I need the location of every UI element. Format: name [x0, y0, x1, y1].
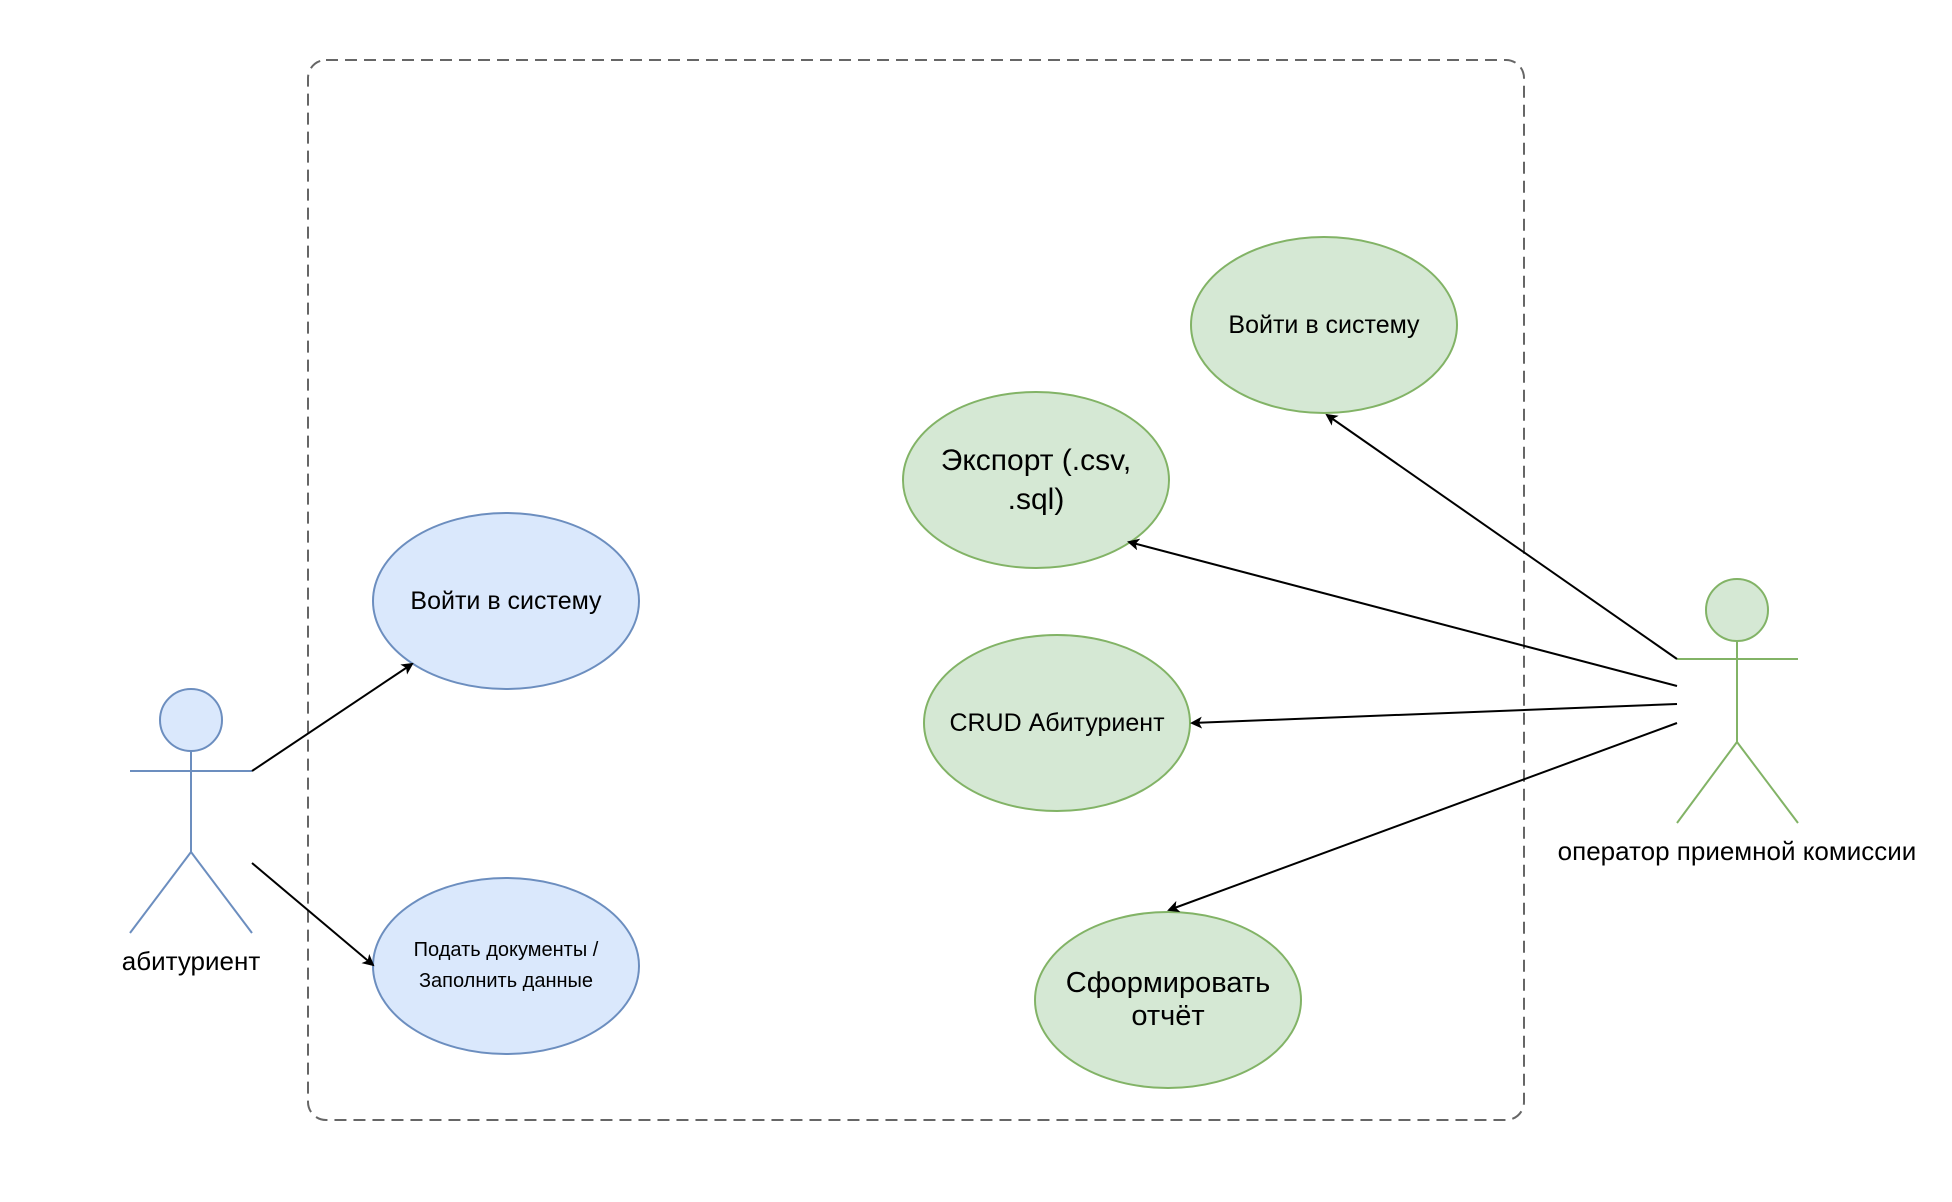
use-case-operator-login-label: Войти в систему — [1228, 310, 1420, 339]
actor-operator-figure[interactable] — [1676, 578, 1799, 824]
arrow-applicant-to-submit — [251, 862, 375, 967]
use-case-operator-export[interactable] — [902, 391, 1170, 569]
actor-applicant-figure[interactable] — [129, 688, 253, 934]
use-case-applicant-login-label: Войти в систему — [410, 586, 602, 615]
use-case-operator-crud-label: CRUD Абитуриент — [949, 708, 1165, 737]
arrow-operator-to-report — [1167, 722, 1678, 913]
actor-operator-label: оператор приемной комиссии — [1557, 836, 1917, 866]
actor-applicant-label: абитуриент — [121, 946, 261, 976]
arrow-operator-to-export — [1127, 538, 1678, 687]
arrow-operator-to-crud — [1190, 703, 1678, 729]
use-case-operator-crud[interactable] — [923, 634, 1191, 812]
use-case-operator-login[interactable] — [1190, 236, 1458, 414]
arrow-operator-to-login — [1325, 413, 1678, 660]
use-case-applicant-submit-label: Подать документы / Заполнить данные — [413, 939, 599, 992]
arrow-applicant-to-login — [251, 662, 414, 772]
use-case-operator-report-label: Сформировать отчёт — [1065, 966, 1271, 1032]
use-case-operator-export-label: Экспорт (.csv, .sql) — [940, 444, 1132, 516]
use-case-applicant-login[interactable] — [372, 512, 640, 690]
system-boundary — [307, 59, 1525, 1121]
